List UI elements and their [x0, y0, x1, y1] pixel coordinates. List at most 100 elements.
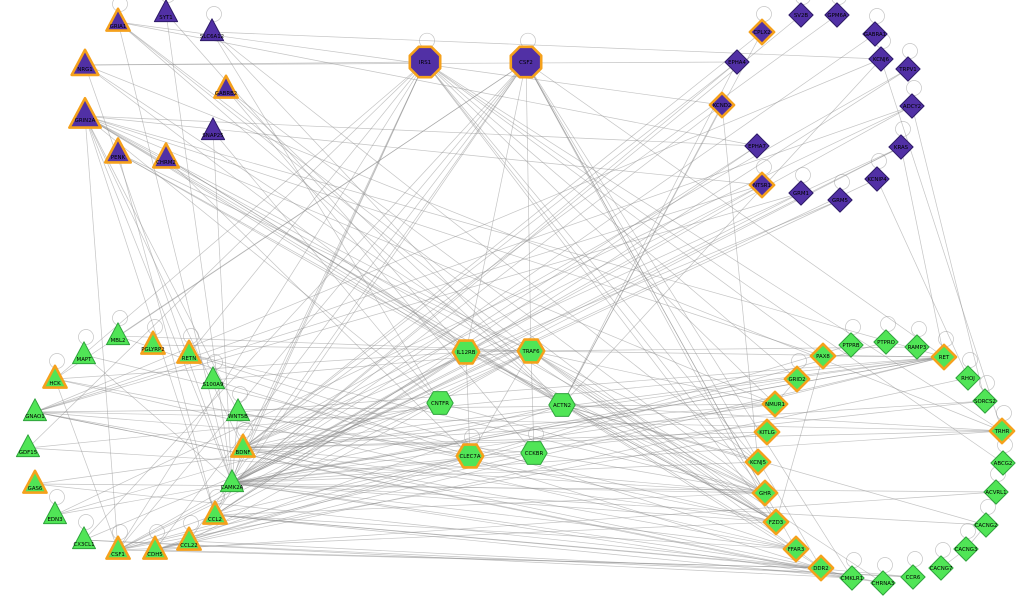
hexagon-node-shape [451, 339, 481, 365]
edge-IL12RB-GHR [465, 351, 766, 494]
node-GPM6A[interactable]: GPM6A [824, 2, 850, 28]
node-CCL2[interactable]: CCL2 [202, 500, 228, 525]
node-GHR[interactable]: GHR [751, 479, 779, 507]
node-CHRM2[interactable]: CHRM2 [152, 142, 180, 169]
edge-GRIN2A-IL12RB [84, 115, 467, 353]
self-loop-CDH5 [149, 524, 165, 540]
node-TRAF6[interactable]: TRAF6 [516, 338, 546, 364]
edge-CAMK2A-DDR2 [231, 482, 822, 569]
node-ACVRL1[interactable]: ACVRL1 [983, 479, 1009, 505]
node-GRIA1[interactable]: GRIA1 [105, 7, 131, 32]
node-PTPRO[interactable]: PTPRO [873, 329, 899, 355]
edge-CHRM2-CLEC7A [165, 157, 471, 457]
edge-GPM6A-BDNF [242, 14, 838, 449]
node-RHOJ[interactable]: RHOJ [955, 365, 981, 391]
node-ABCG2[interactable]: ABCG2 [990, 450, 1016, 476]
edge-CSF2-HCK [54, 61, 527, 380]
edge-IRS1-TRHR [424, 61, 1003, 432]
node-CACNG7[interactable]: CACNG7 [928, 555, 954, 581]
node-SLC6A12[interactable]: SLC6A12 [199, 18, 225, 42]
edge-CSF2-IL12RB [465, 61, 527, 353]
node-IRS1[interactable]: IRS1 [408, 45, 442, 79]
self-loop-GPM6A [831, 0, 847, 5]
node-GAS6[interactable]: GAS6 [22, 469, 48, 494]
edge-CPLX2-BDNF [242, 31, 763, 449]
edge-GRIN2A-NTSR1 [84, 115, 763, 186]
self-loop-PTPRB [845, 319, 861, 335]
node-SORCS2[interactable]: SORCS2 [972, 388, 998, 414]
node-GRIN2A[interactable]: GRIN2A [68, 96, 102, 129]
triangle-node-shape [72, 526, 96, 550]
edge-CSF2-CDH5 [154, 61, 527, 551]
node-GRM5[interactable]: GRM5 [827, 187, 853, 213]
node-ADCY2[interactable]: ADCY2 [899, 93, 925, 119]
node-KCND2[interactable]: KCND2 [708, 91, 736, 119]
node-PGLYRP2[interactable]: PGLYRP2 [140, 330, 166, 355]
diamond-node-shape [838, 332, 864, 358]
node-CCR6[interactable]: CCR6 [900, 564, 926, 590]
node-NRG1[interactable]: NRG1 [70, 48, 100, 77]
triangle-node-shape [225, 398, 251, 422]
diamond-node-shape [864, 166, 890, 192]
diamond-node-shape [973, 512, 999, 538]
node-IL12RB[interactable]: IL12RB [451, 339, 481, 365]
edge-TRAF6-NMUR1 [530, 350, 776, 405]
node-CACNG3[interactable]: CACNG3 [953, 536, 979, 562]
edge-IL12RB-CCL2 [214, 351, 467, 516]
edge-EDN3-RET [54, 356, 945, 516]
edge-GRIN2A-WNT5B [84, 115, 239, 413]
node-RET[interactable]: RET [930, 343, 958, 371]
edge-MAPT-CAMK2A [83, 354, 233, 484]
edge-EPHA4-CAMK2A [231, 61, 738, 484]
edge-GNAO1-CHRNA3 [34, 411, 884, 584]
node-HCK[interactable]: HCK [42, 364, 68, 389]
edge-TRAF6-CHRNA3 [530, 350, 884, 584]
node-DDR2[interactable]: DDR2 [807, 554, 835, 582]
node-KRAS[interactable]: KRAS [888, 134, 914, 160]
edge-layer [27, 0, 1013, 584]
edge-CSF2-CSF1 [117, 61, 527, 551]
diamond-node-shape [895, 56, 921, 82]
hexagon-node-shape [455, 443, 485, 469]
node-CACNG2[interactable]: CACNG2 [973, 512, 999, 538]
edge-KRAS-CSF1 [117, 146, 902, 551]
edge-SYT1-CAMK2A [165, 12, 233, 484]
node-KCNJ5[interactable]: KCNJ5 [744, 448, 772, 476]
node-KCNJ6[interactable]: KCNJ6 [868, 46, 894, 72]
edge-RETN-GHR [188, 353, 766, 494]
self-loop-CX3CL1 [78, 514, 94, 530]
octagon-node-shape [408, 45, 442, 79]
node-GABRB2[interactable]: GABRB2 [213, 74, 239, 99]
node-GABRA1[interactable]: GABRA1 [862, 21, 888, 47]
self-loop-HCK [49, 353, 65, 369]
diamond-node-shape [788, 180, 814, 206]
hexagon-node-shape [520, 441, 548, 465]
node-GDF15[interactable]: GDF15 [15, 434, 40, 458]
node-CNTFR[interactable]: CNTFR [426, 391, 454, 415]
node-SV2B[interactable]: SV2B [788, 2, 814, 28]
diamond-node-shape [782, 535, 810, 563]
node-CHRNA3[interactable]: CHRNA3 [870, 570, 896, 596]
diamond-node-shape [744, 133, 770, 159]
edge-SLC6A12-KCNJ6 [211, 31, 882, 60]
edge-CCL2-CMKLR1 [214, 514, 853, 579]
node-EPHA7[interactable]: EPHA7 [744, 133, 770, 159]
triangle-node-shape [200, 117, 226, 141]
node-TRPV1[interactable]: TRPV1 [895, 56, 921, 82]
node-S100A9[interactable]: S100A9 [200, 366, 226, 390]
edge-SNAP25-CAMK2A [212, 130, 233, 484]
node-MBL2[interactable]: MBL2 [106, 322, 131, 346]
node-KCNIP4[interactable]: KCNIP4 [864, 166, 890, 192]
node-CLEC7A[interactable]: CLEC7A [455, 443, 485, 469]
node-CX3CL1[interactable]: CX3CL1 [72, 526, 96, 550]
node-SYT1[interactable]: SYT1 [153, 0, 179, 23]
node-PAX8[interactable]: PAX8 [809, 342, 837, 370]
node-RAMP3[interactable]: RAMP3 [904, 334, 930, 360]
node-CSF2[interactable]: CSF2 [509, 45, 543, 79]
node-MAPT[interactable]: MAPT [72, 341, 96, 365]
node-PTPRB[interactable]: PTPRB [838, 332, 864, 358]
node-CMKLR1[interactable]: CMKLR1 [839, 565, 865, 591]
triangle-node-shape [140, 330, 166, 355]
